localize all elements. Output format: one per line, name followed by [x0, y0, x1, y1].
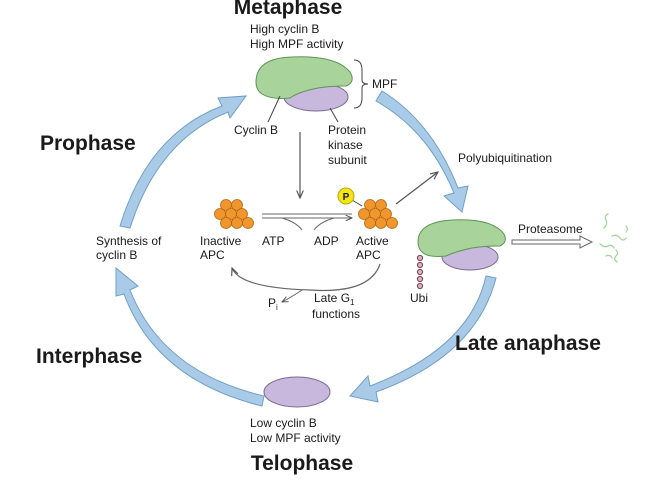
label-cyclin-b: Cyclin B — [234, 123, 278, 137]
label-adp: ADP — [314, 234, 339, 248]
telophase-kinase-shape — [263, 376, 331, 408]
label-polyubiquitination: Polyubiquitination — [458, 151, 552, 165]
label-mpf: MPF — [372, 77, 397, 91]
phase-prophase: Prophase — [40, 132, 136, 155]
label-active-apc: APC — [356, 248, 381, 262]
arrow-metaphase-to-anaphase — [375, 90, 469, 213]
label-phosphate: P — [343, 192, 350, 203]
label-kinase: kinase — [328, 138, 363, 152]
label-atp: ATP — [262, 234, 284, 248]
adp-branch — [313, 217, 335, 231]
inactivation-arrow — [232, 263, 381, 292]
label-ubi: Ubi — [410, 291, 428, 305]
phase-metaphase: Metaphase — [234, 0, 343, 19]
label-inactive-apc: APC — [200, 248, 225, 262]
atp-branch — [281, 217, 303, 231]
phosphate-circle — [337, 187, 355, 205]
mpf-brace — [353, 59, 369, 109]
label-late-g1: Late G1 — [314, 291, 355, 307]
label-inactive: Inactive — [200, 234, 242, 248]
kinase-leader — [329, 107, 339, 123]
cycle-arrows — [115, 90, 497, 407]
label-low-cyclin: Low cyclin B — [250, 416, 317, 430]
active-apc-cluster — [358, 199, 398, 229]
anaphase-cyclin-shape — [417, 219, 506, 257]
label-functions: functions — [312, 307, 360, 321]
arrow-prophase-to-metaphase — [119, 95, 248, 229]
ubiquitin-chain — [416, 254, 424, 290]
label-synthesis: Synthesis of — [96, 234, 162, 248]
label-protein: Protein — [328, 123, 366, 137]
label-subunit: subunit — [328, 153, 367, 167]
phosphate-link — [351, 199, 363, 207]
phase-interphase: Interphase — [36, 345, 142, 368]
arrow-telophase-to-interphase — [115, 266, 265, 407]
proteasome-arrow — [511, 235, 594, 249]
pi-branch — [282, 289, 303, 302]
label-active: Active — [356, 234, 389, 248]
label-synthesis-cyclin: cyclin B — [96, 248, 137, 262]
label-low-mpf: Low MPF activity — [250, 431, 341, 445]
inactive-apc-cluster — [214, 199, 254, 229]
label-proteasome: Proteasome — [518, 222, 583, 236]
mpf-complex-metaphase — [255, 56, 353, 112]
cyclin-b-leader — [267, 95, 281, 123]
phase-telophase: Telophase — [251, 452, 353, 475]
label-high-cyclin: High cyclin B — [250, 22, 319, 36]
arrow-anaphase-to-telophase — [349, 275, 497, 403]
phase-late-anaphase: Late anaphase — [455, 332, 601, 355]
cyclin-b-shape — [255, 56, 353, 99]
mpf-complex-anaphase — [417, 219, 506, 271]
polyubiquitination-arrow — [395, 172, 438, 205]
label-high-mpf: High MPF activity — [250, 37, 343, 51]
label-pi: Pi — [268, 296, 278, 312]
peptide-fragments — [599, 213, 629, 263]
